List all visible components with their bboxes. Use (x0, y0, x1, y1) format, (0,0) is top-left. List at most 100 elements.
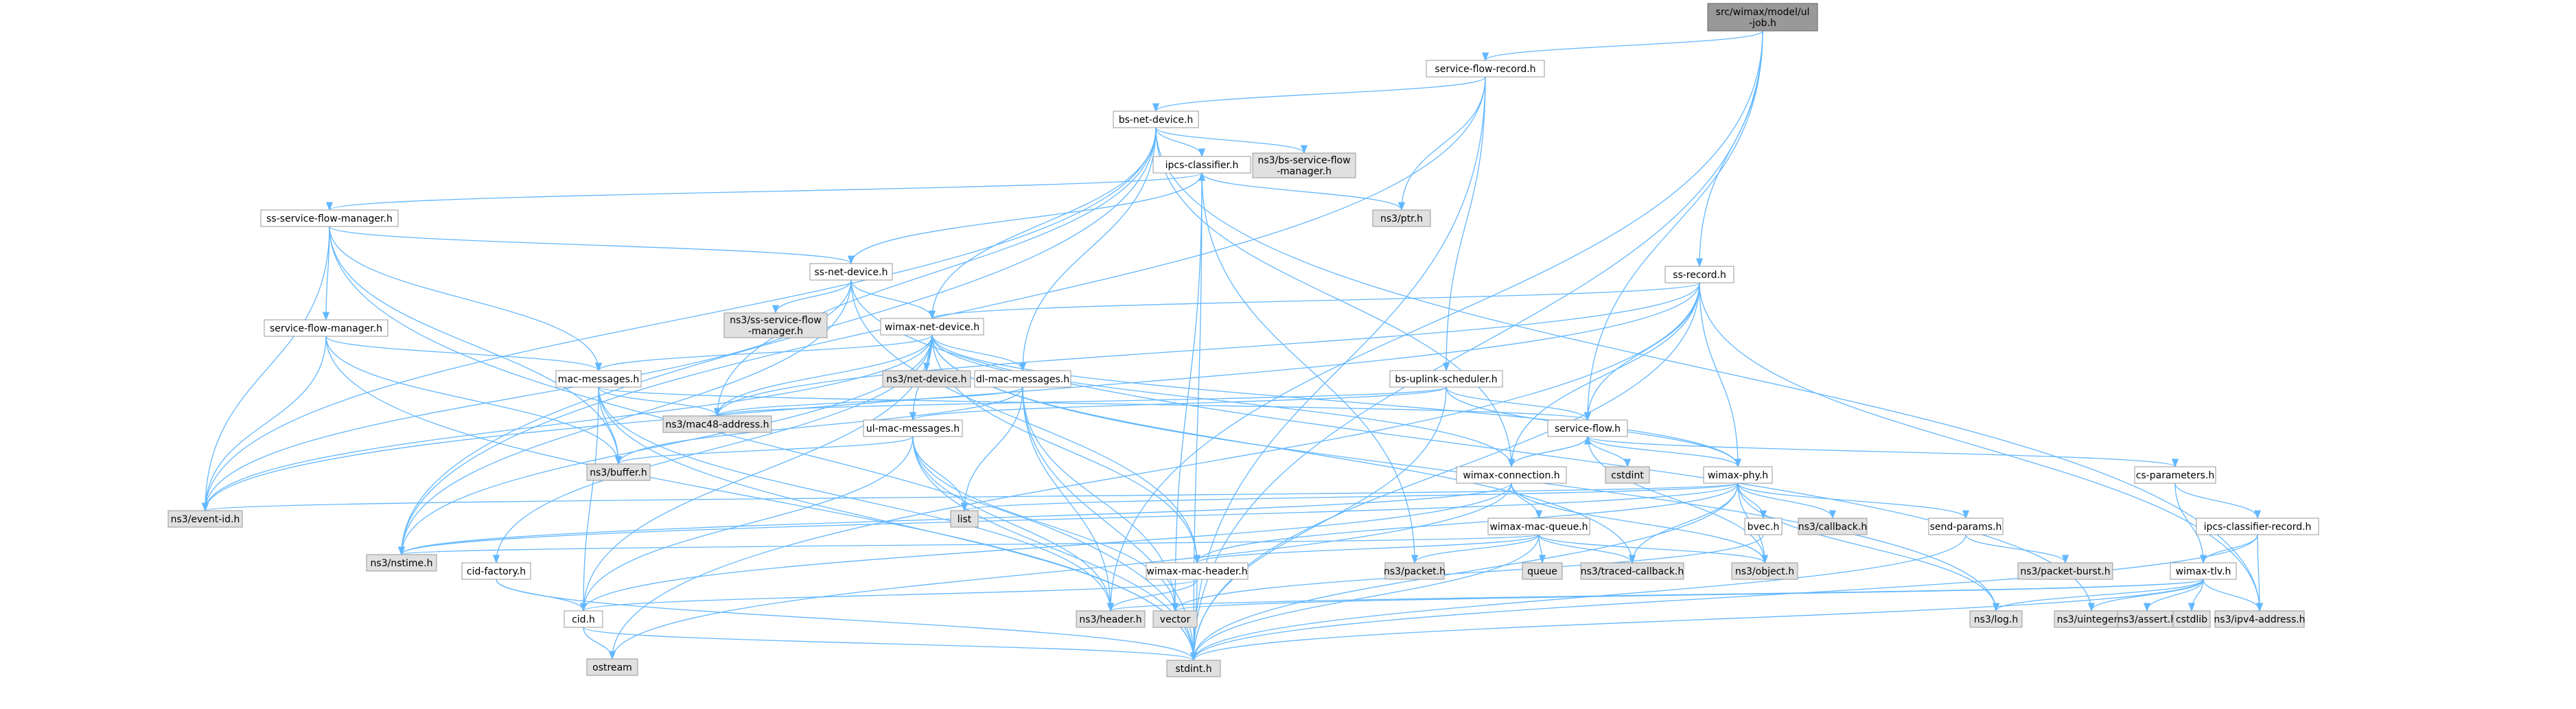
node-buffer: ns3/buffer.h (586, 463, 651, 481)
node-macmsg[interactable]: mac-messages.h (555, 370, 642, 388)
edge-job-to-sf (1583, 30, 1763, 421)
node-label: ipcs-classifier.h (1165, 160, 1239, 171)
node-box (2196, 518, 2319, 535)
node-wmh[interactable]: wimax-mac-header.h (1146, 562, 1249, 580)
node-box (809, 263, 893, 281)
node-vector: vector (1152, 610, 1198, 628)
node-box (586, 463, 651, 481)
node-sfr[interactable]: service-flow-record.h (1426, 60, 1545, 78)
edge-sfm-to-buffer (325, 336, 623, 465)
edge-wconn-to-cid (579, 483, 1512, 612)
node-box (882, 370, 971, 388)
edge-ssrec-to-ipv4 (1699, 282, 2264, 612)
node-box (555, 370, 642, 388)
node-ptr: ns3/ptr.h (1372, 209, 1431, 227)
edge-ipcsrec-to-stdint (1190, 534, 2258, 662)
node-mac48: ns3/mac48-address.h (662, 415, 772, 433)
node-label: ns3/ss-service-flow (730, 315, 821, 326)
edge-bsnd-to-dlmac (1019, 127, 1157, 372)
edge-cid-to-ostream (583, 627, 616, 660)
node-label: ss-service-flow-manager.h (266, 213, 393, 224)
node-box (723, 312, 828, 338)
edge-bsnd-to-wnd (928, 127, 1157, 320)
node-wnd[interactable]: wimax-net-device.h (880, 318, 984, 336)
edge-sssfm-to-ssnd (329, 226, 855, 265)
edge-sf-to-csparam (1587, 436, 2179, 468)
node-label: ns3/ptr.h (1380, 213, 1423, 224)
edge-ipcs-to-vector (1171, 172, 1203, 612)
edge-bsus-to-sf (1446, 386, 1592, 421)
edge-wmq-to-tcb (1538, 534, 1636, 564)
node-sfm[interactable]: service-flow-manager.h (264, 319, 388, 337)
node-ssrec[interactable]: ss-record.h (1664, 266, 1734, 283)
node-ulmac[interactable]: ul-mac-messages.h (863, 419, 963, 437)
node-label: -job.h (1749, 18, 1776, 29)
node-label: queue (1527, 566, 1557, 577)
edge-wconn-to-object (1511, 483, 1769, 564)
edge-wnd-to-nstime (397, 334, 933, 556)
node-label: ns3/bs-service-flow (1257, 155, 1350, 166)
edge-sf-to-wphy (1587, 436, 1742, 468)
edge-wnd-to-wphy (931, 334, 1742, 468)
node-box (461, 562, 531, 580)
node-sendp[interactable]: send-params.h (1928, 518, 2004, 535)
node-label: cid.h (572, 614, 595, 625)
edge-wmq-to-wmh (1194, 534, 1540, 564)
edge-job-to-stdint (1190, 30, 1763, 662)
edge-macmsg-to-header (598, 386, 1115, 612)
node-sssfm[interactable]: ss-service-flow-manager.h (260, 209, 399, 227)
node-bvec[interactable]: bvec.h (1744, 518, 1783, 535)
node-job[interactable]: src/wimax/model/ul-job.h (1707, 3, 1818, 32)
edge-bsnd-to-mac48 (713, 127, 1157, 417)
node-ipcs[interactable]: ipcs-classifier.h (1152, 156, 1251, 174)
edge-ulmac-to-buffer (615, 436, 914, 465)
edge-wmq-to-nstime (399, 534, 1540, 556)
node-label: ns3/object.h (1735, 566, 1794, 577)
node-csparam[interactable]: cs-parameters.h (2134, 466, 2216, 484)
node-box (2017, 562, 2113, 580)
node-box (1146, 562, 1249, 580)
edge-bsnd-to-bssfm (1155, 127, 1308, 154)
node-box (1076, 610, 1146, 628)
node-ipcsrec[interactable]: ipcs-classifier-record.h (2196, 518, 2319, 535)
node-wphy[interactable]: wimax-phy.h (1703, 466, 1773, 484)
node-box (1731, 562, 1798, 580)
node-sf[interactable]: service-flow.h (1547, 419, 1628, 437)
node-box (2170, 562, 2237, 580)
edge-sssfm-to-buffer (329, 226, 623, 465)
node-cidf[interactable]: cid-factory.h (461, 562, 531, 580)
edge-sssfm-to-stdint (329, 226, 1198, 662)
node-box (1707, 3, 1818, 32)
node-label: mac-messages.h (558, 374, 640, 385)
node-label: wimax-phy.h (1708, 470, 1768, 481)
edge-wnd-to-wmh (931, 334, 1201, 564)
node-label: ns3/event-id.h (171, 514, 240, 525)
node-ssnd[interactable]: ss-net-device.h (809, 263, 893, 281)
node-label: cs-parameters.h (2136, 470, 2215, 481)
node-cstdint: cstdint (1605, 466, 1650, 484)
node-wmq[interactable]: wimax-mac-queue.h (1487, 518, 1590, 535)
node-log: ns3/log.h (1969, 610, 2023, 628)
node-label: ns3/packet.h (1384, 566, 1446, 577)
edge-ssrec-to-wconn (1507, 282, 1700, 468)
node-wtlv[interactable]: wimax-tlv.h (2170, 562, 2237, 580)
edge-wphy-to-list (961, 483, 1739, 512)
node-bsus[interactable]: bs-uplink-scheduler.h (1389, 370, 1503, 388)
edge-cid-to-stdint (583, 627, 1197, 662)
node-bsnd[interactable]: bs-net-device.h (1113, 111, 1199, 128)
node-wconn[interactable]: wimax-connection.h (1456, 466, 1567, 484)
edge-sssfm-to-eventid (201, 226, 330, 512)
node-box (1113, 111, 1199, 128)
node-box (167, 510, 243, 528)
node-box (1703, 466, 1773, 484)
node-cid[interactable]: cid.h (564, 610, 603, 628)
edge-ssnd-to-nsssfm (771, 279, 852, 314)
edge-cidf-to-stdint (496, 579, 1197, 662)
node-box (1456, 466, 1567, 484)
edge-dlmac-to-mac48 (714, 386, 1023, 417)
edge-bsnd-to-nstime (397, 127, 1157, 556)
nodes-layer: src/wimax/model/ul-job.h service-flow-rec… (167, 3, 2319, 677)
edge-wconn-to-sf (1511, 435, 1592, 467)
node-dlmac[interactable]: dl-mac-messages.h (974, 370, 1071, 388)
edge-ssrec-to-wphy (1699, 282, 1742, 468)
